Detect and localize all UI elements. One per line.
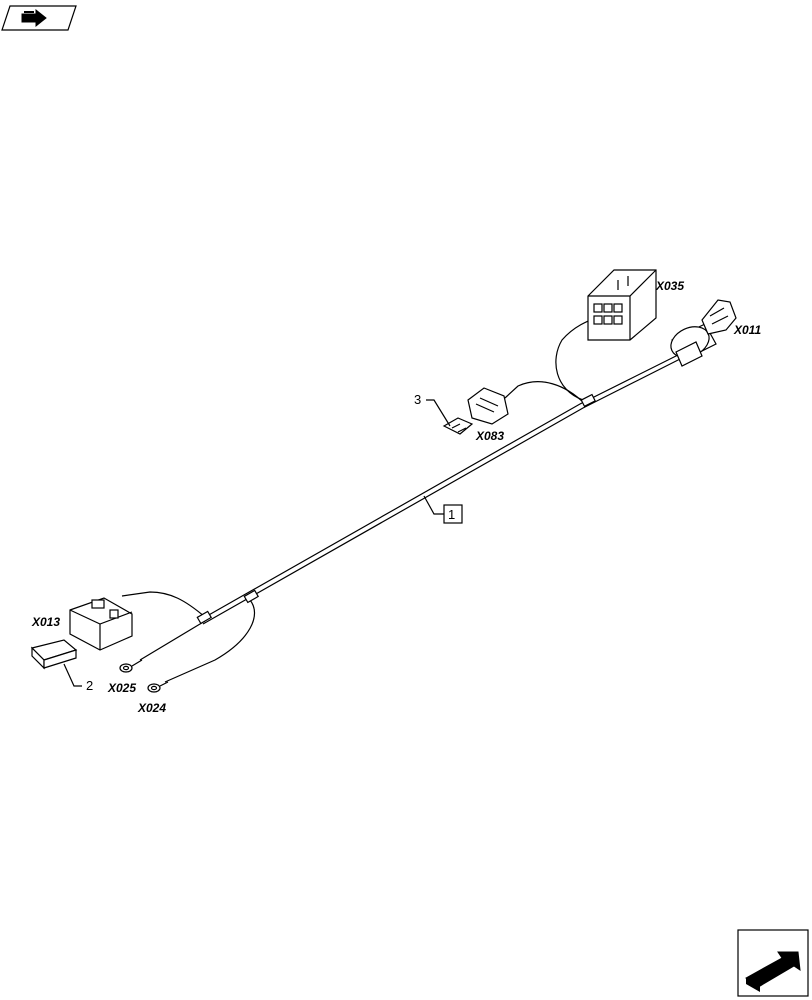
label-x025: X025 — [107, 681, 136, 695]
branch-x024 — [164, 599, 255, 683]
harness-trunk — [199, 351, 687, 625]
connector-x083 — [442, 387, 509, 435]
ring-terminal-x024 — [147, 681, 169, 693]
callout-1-box — [443, 504, 463, 524]
prev-page-arrow-icon[interactable] — [1, 5, 77, 31]
connector-x011 — [670, 299, 737, 367]
callout-2-leader — [63, 663, 82, 687]
wire-sleeve — [196, 393, 596, 625]
connector-x035 — [587, 269, 657, 341]
connector-x013 — [30, 597, 133, 670]
branch-x083 — [504, 381, 586, 405]
label-x013: X013 — [31, 615, 60, 629]
next-page-arrow-icon[interactable] — [737, 929, 809, 997]
branch-x025 — [139, 620, 206, 661]
callout-3-leader — [426, 399, 451, 427]
callout-1-text: 1 — [448, 507, 455, 522]
label-x083: X083 — [475, 429, 504, 443]
callout-1-leader — [423, 495, 444, 515]
callout-2-text: 2 — [86, 678, 93, 693]
branch-x013 — [121, 591, 206, 618]
label-x035: X035 — [655, 279, 684, 293]
ring-terminal-x025 — [119, 659, 143, 673]
callout-3-text: 3 — [414, 392, 421, 407]
label-x011: X011 — [733, 323, 761, 337]
label-x024: X024 — [137, 701, 166, 715]
